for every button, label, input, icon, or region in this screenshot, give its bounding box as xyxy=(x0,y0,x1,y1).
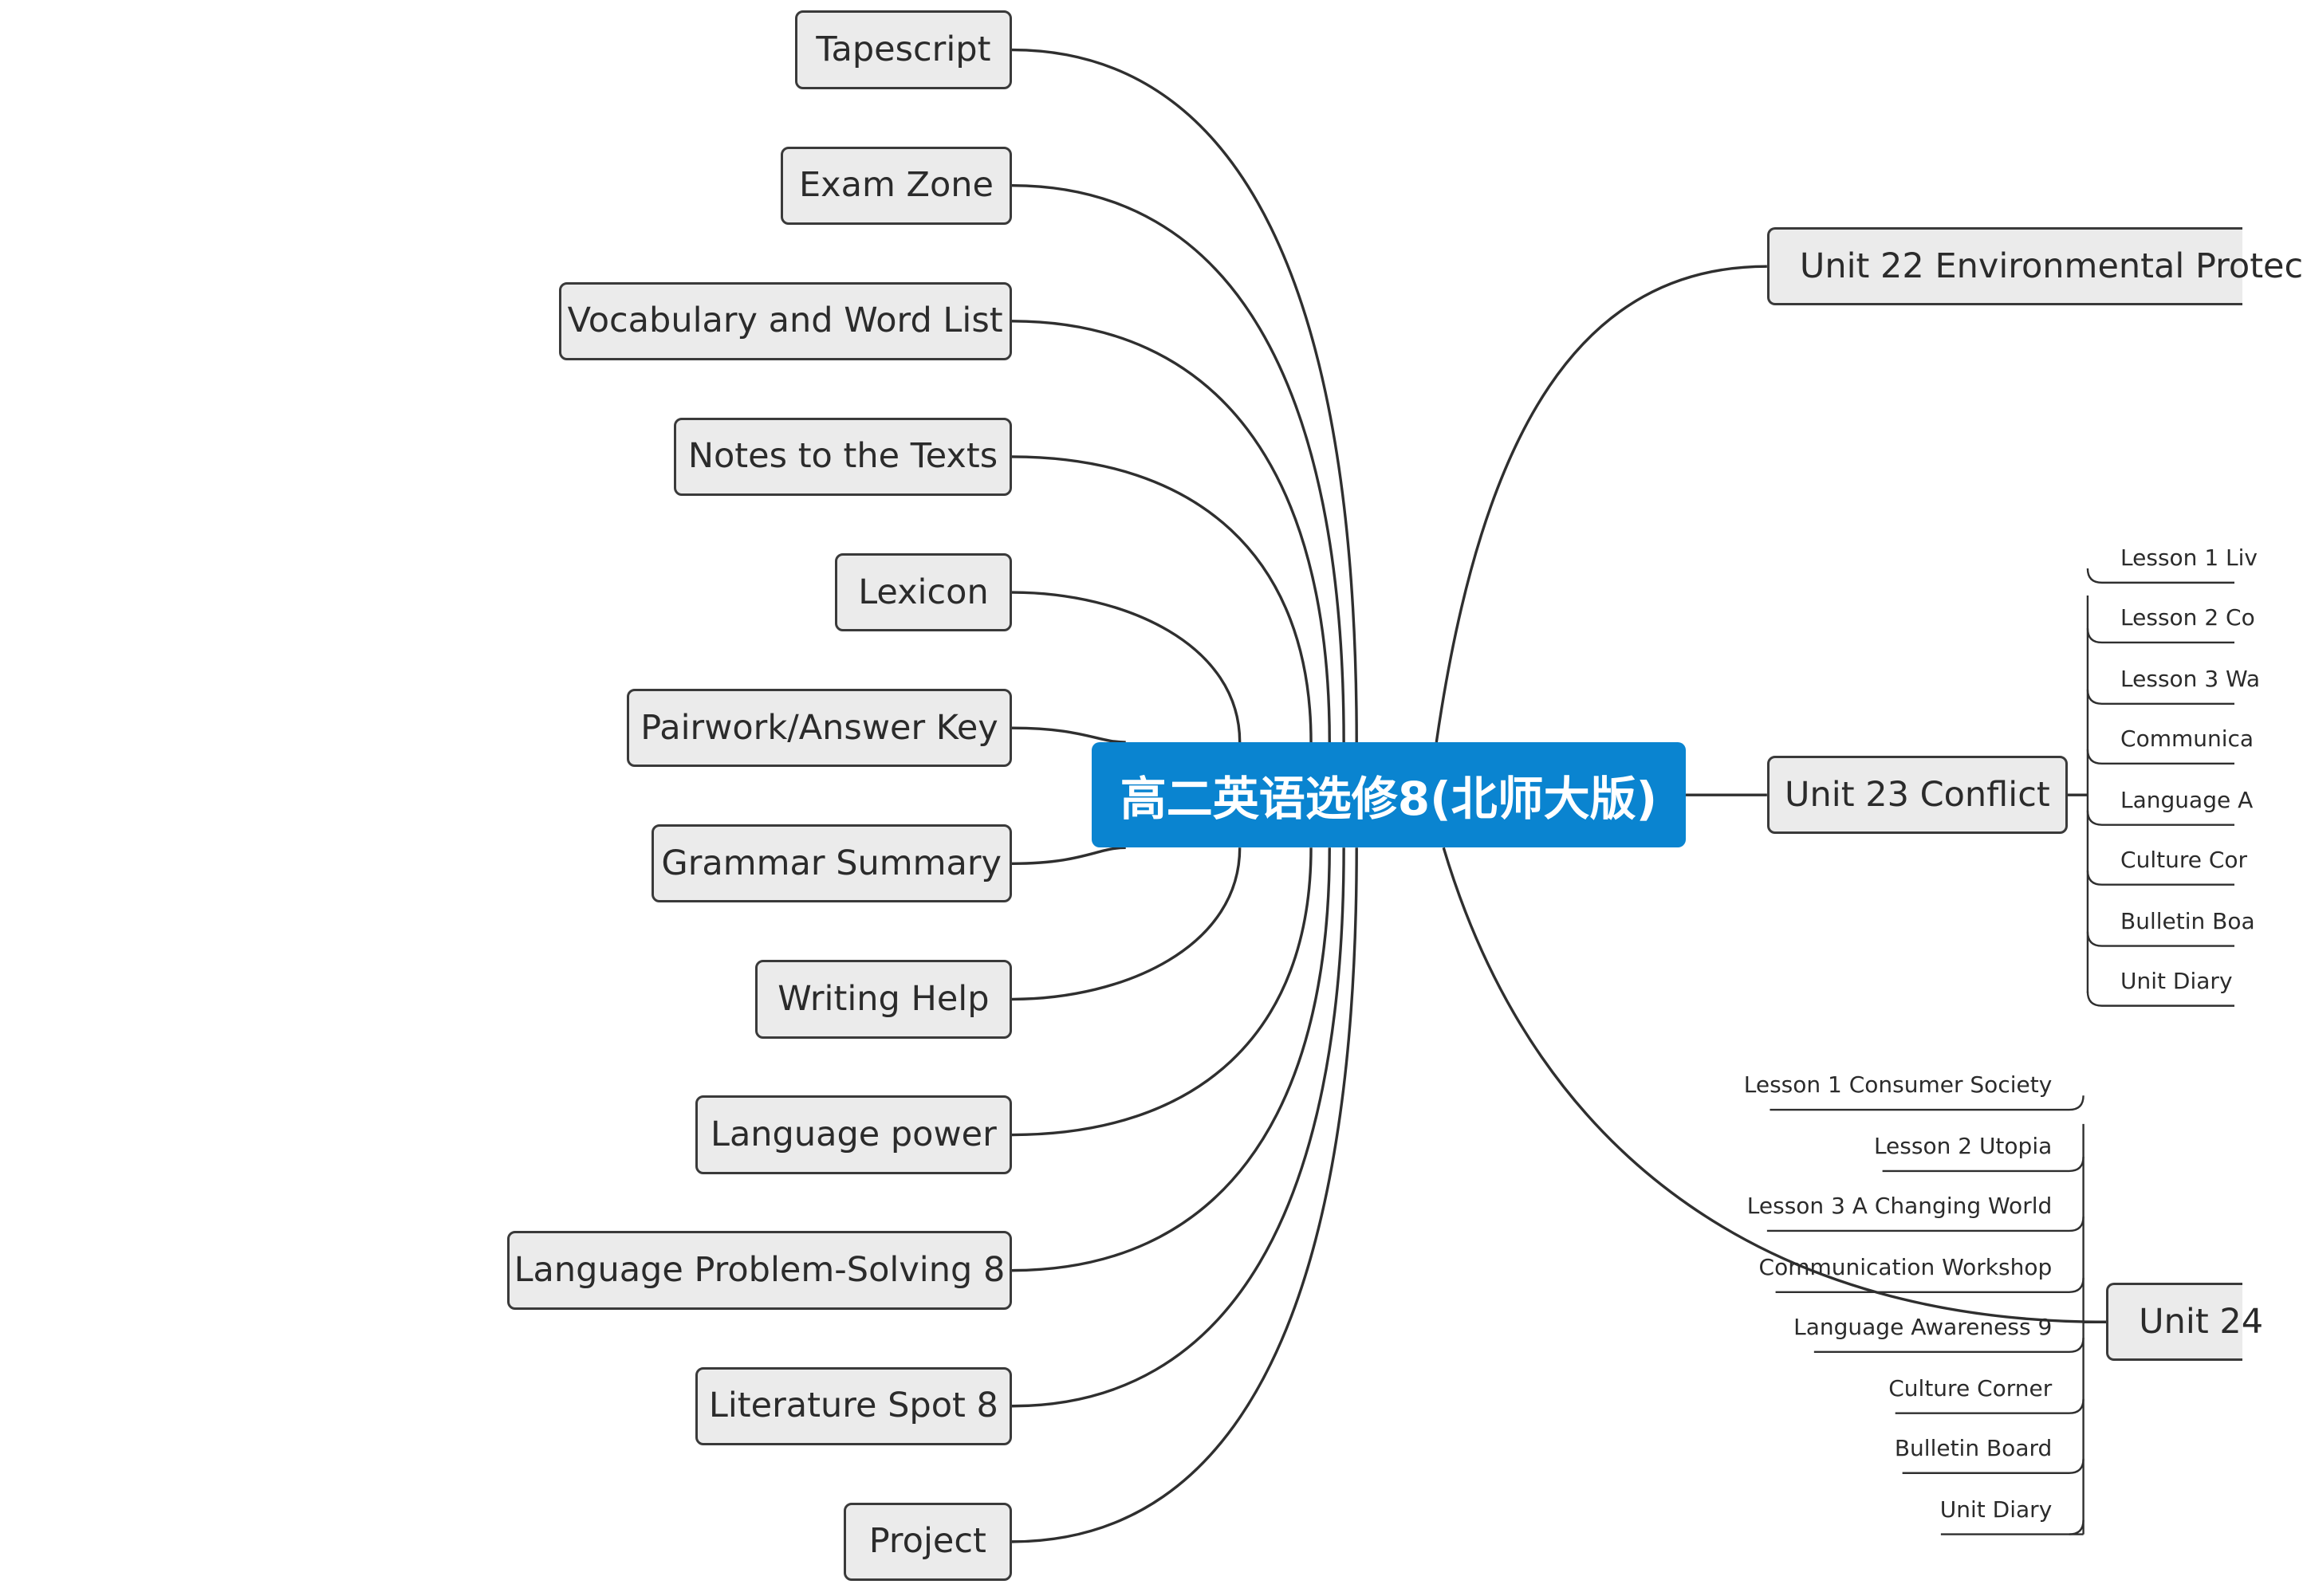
topic-unit-23[interactable]: Unit 23 Conflict xyxy=(1766,755,2068,835)
connector-line xyxy=(1011,183,1345,743)
connector-line xyxy=(1011,846,1126,865)
connector-line xyxy=(1011,591,1242,743)
topic-unit-24[interactable]: Unit 24 xyxy=(2106,1283,2263,1362)
connector-line xyxy=(1011,48,1358,743)
topic-language-power[interactable]: Language power xyxy=(695,1095,1012,1174)
subtopic-unit24-lesson3[interactable]: Lesson 3 A Changing World xyxy=(1746,1193,2053,1220)
subtopic-unit24-language-awareness[interactable]: Language Awareness 9 xyxy=(1793,1314,2053,1341)
subtopic-unit24-lesson1[interactable]: Lesson 1 Consumer Society xyxy=(1743,1071,2053,1099)
topic-unit-22[interactable]: Unit 22 Environmental Protec xyxy=(1766,227,2303,306)
topic-notes-to-texts[interactable]: Notes to the Texts xyxy=(674,417,1012,497)
topic-writing-help[interactable]: Writing Help xyxy=(755,960,1012,1039)
subtopic-unit23-communication[interactable]: Communica xyxy=(2120,725,2254,753)
subtopic-unit23-unit-diary[interactable]: Unit Diary xyxy=(2120,967,2233,994)
subtopic-unit23-lesson3[interactable]: Lesson 3 Wa xyxy=(2120,666,2261,693)
subtopic-unit24-communication[interactable]: Communication Workshop xyxy=(1758,1254,2053,1281)
subtopic-unit24-lesson2[interactable]: Lesson 2 Utopia xyxy=(1873,1133,2053,1160)
subtopic-unit23-language-awareness[interactable]: Language A xyxy=(2120,786,2254,813)
central-topic[interactable]: 高二英语选修8(北师大版) xyxy=(1091,742,1686,848)
topic-tapescript[interactable]: Tapescript xyxy=(795,10,1012,89)
mind-map-canvas: 高二英语选修8(北师大版) Tapescript Exam Zone Vocab… xyxy=(507,10,2303,1582)
subtopic-unit23-lesson1[interactable]: Lesson 1 Liv xyxy=(2120,544,2258,572)
subtopic-unit23-culture-corner[interactable]: Culture Cor xyxy=(2120,847,2248,874)
connector-line xyxy=(1011,455,1313,743)
topic-pairwork-answer-key[interactable]: Pairwork/Answer Key xyxy=(627,689,1012,768)
subtopic-unit23-bulletin-board[interactable]: Bulletin Boa xyxy=(2120,907,2255,934)
topic-literature-spot[interactable]: Literature Spot 8 xyxy=(695,1366,1012,1445)
connector-line xyxy=(1011,726,1126,744)
connector-line xyxy=(1011,847,1313,1137)
topic-project[interactable]: Project xyxy=(843,1502,1012,1582)
connector-line xyxy=(1011,847,1242,1001)
connector-line xyxy=(1011,847,1331,1272)
subtopic-unit24-unit-diary[interactable]: Unit Diary xyxy=(1939,1496,2053,1523)
topic-grammar-summary[interactable]: Grammar Summary xyxy=(651,824,1012,903)
connector-line xyxy=(1011,320,1331,743)
connector-line xyxy=(1435,265,1767,743)
topic-exam-zone[interactable]: Exam Zone xyxy=(781,146,1012,225)
subtopic-unit24-bulletin-board[interactable]: Bulletin Board xyxy=(1894,1435,2053,1462)
connector-line xyxy=(1011,847,1358,1543)
subtopic-unit24-culture-corner[interactable]: Culture Corner xyxy=(1888,1375,2053,1402)
topic-lexicon[interactable]: Lexicon xyxy=(835,552,1012,632)
subtopic-unit23-lesson2[interactable]: Lesson 2 Co xyxy=(2120,604,2255,631)
topic-language-problem-solving[interactable]: Language Problem-Solving 8 xyxy=(507,1231,1012,1310)
topic-vocabulary-word-list[interactable]: Vocabulary and Word List xyxy=(558,281,1012,360)
connector-line xyxy=(1011,847,1345,1408)
